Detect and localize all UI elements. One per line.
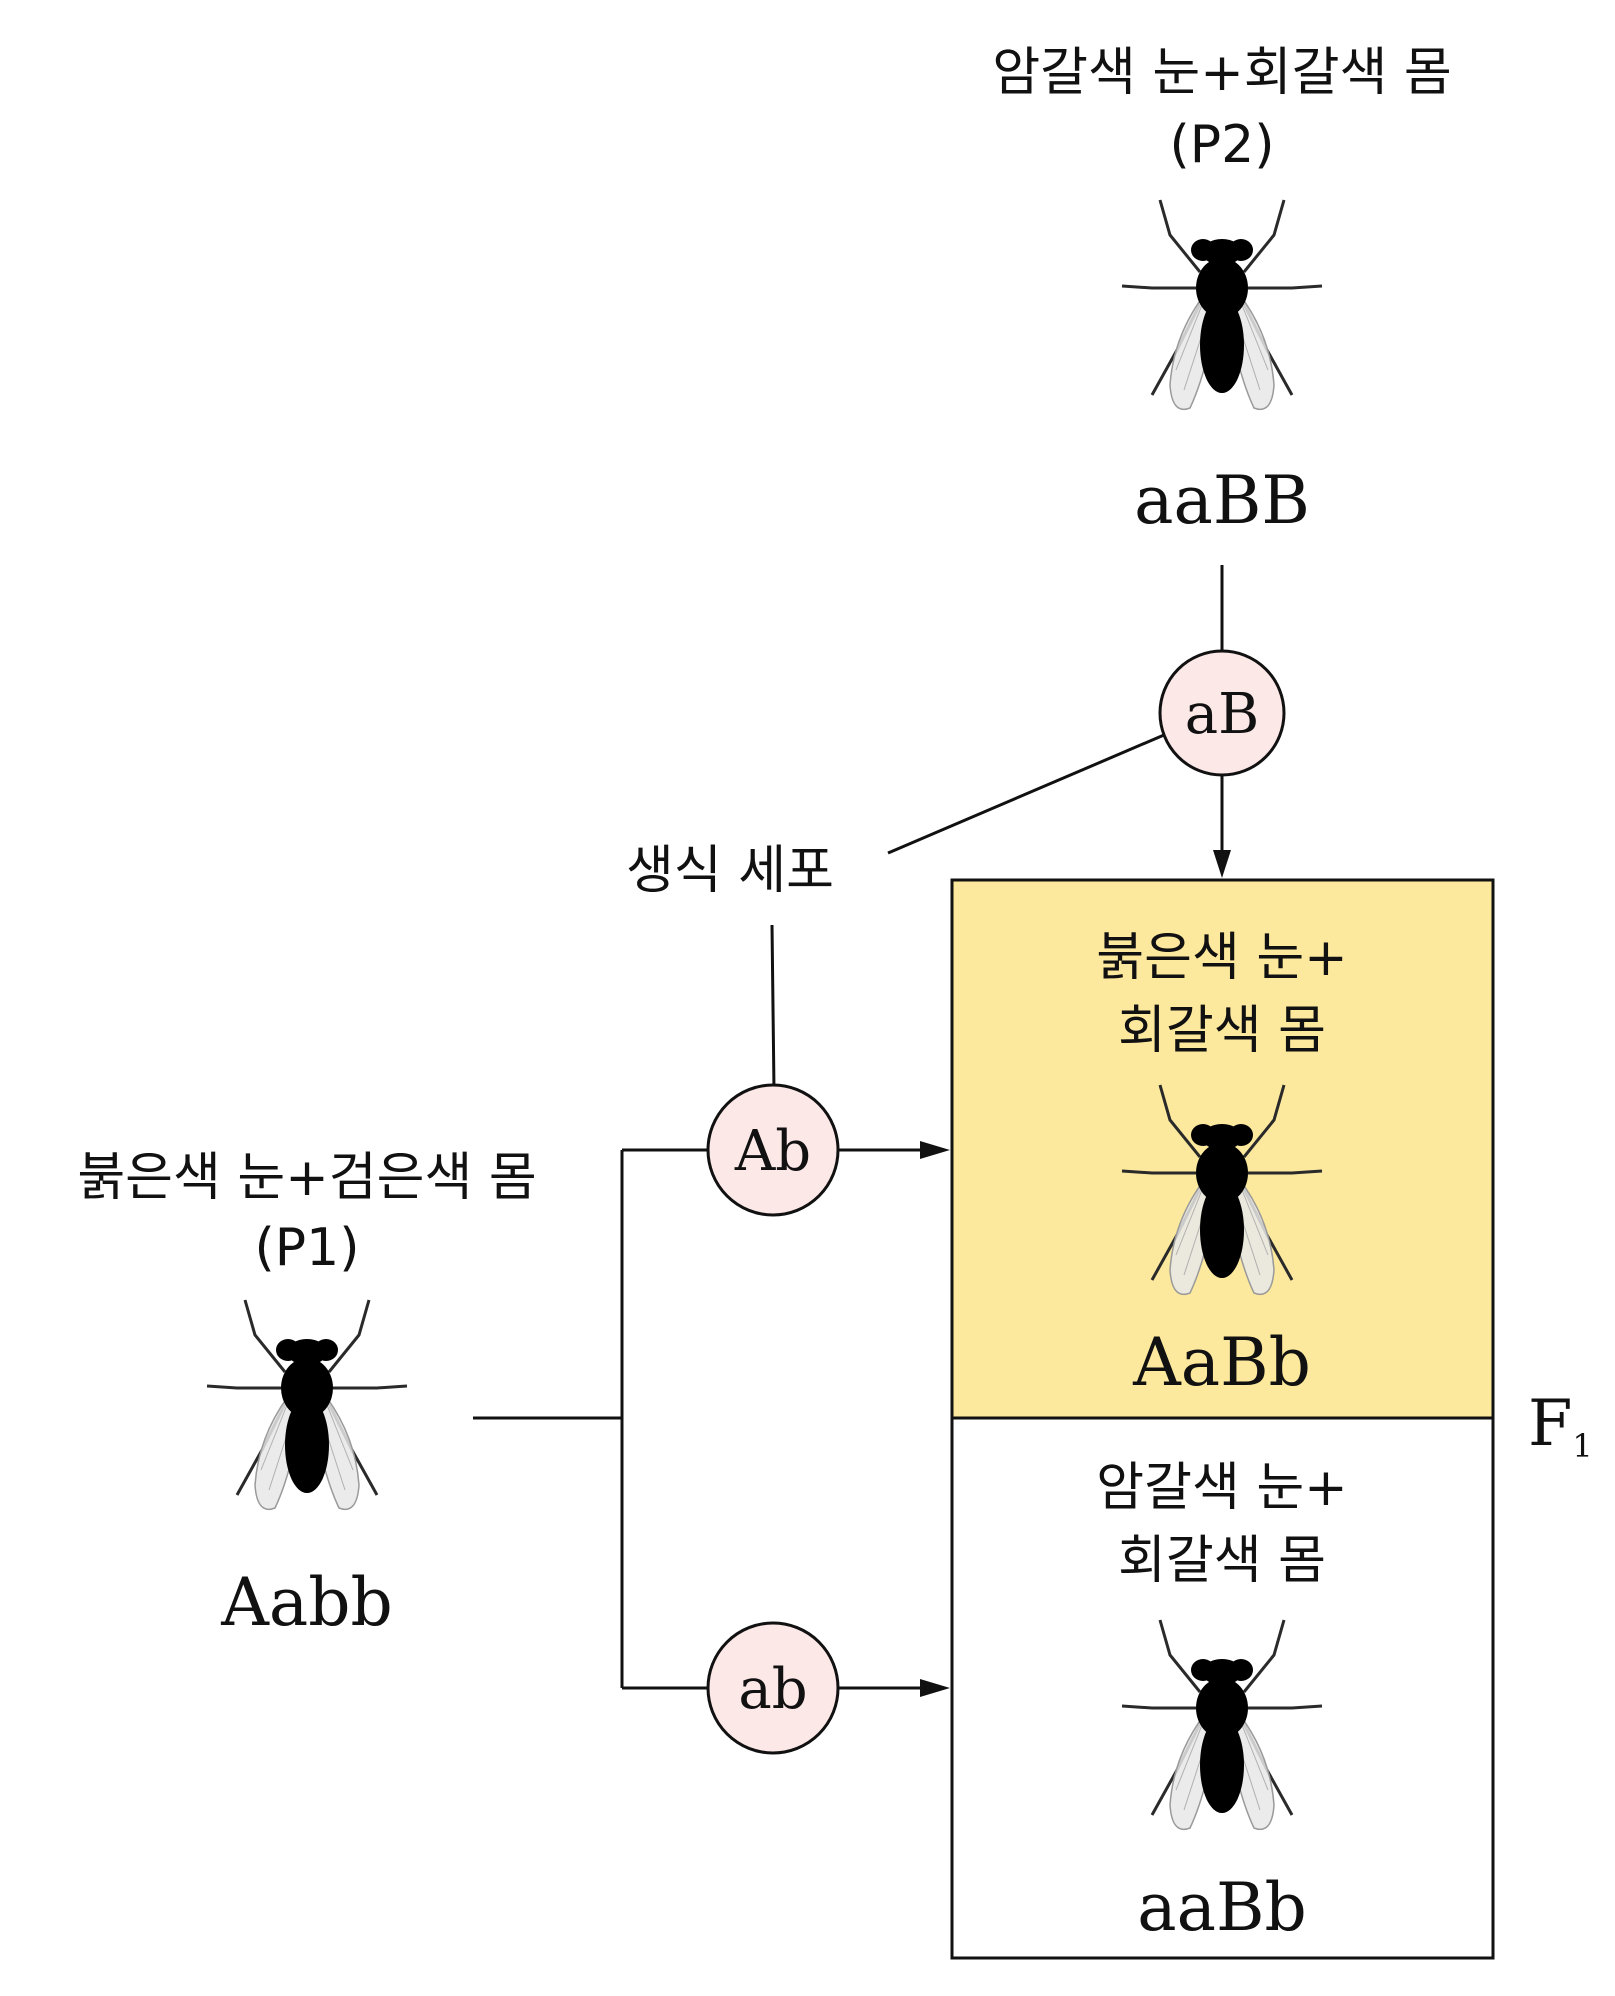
f1-top-phenotype-line2: 회갈색 몸 xyxy=(1118,1001,1326,1061)
p1-genotype: Aabb xyxy=(220,1564,393,1641)
f1-label: F1 xyxy=(1528,1387,1593,1465)
fly-icon xyxy=(1120,198,1324,411)
f1-top-phenotype-line1: 붉은색 눈+ xyxy=(1096,928,1347,988)
p1-generation-label: (P1) xyxy=(254,1218,359,1278)
f1-label-sub: 1 xyxy=(1572,1427,1592,1465)
gamete-caption: 생식 세포 xyxy=(626,841,834,901)
gamete-circle-aB xyxy=(1158,649,1286,777)
p1-phenotype-label: 붉은색 눈+검은색 몸 xyxy=(77,1148,536,1208)
gamete-circle-Ab xyxy=(706,1083,840,1217)
gamete-label-aB: aB xyxy=(1185,682,1260,747)
f1-bottom-genotype: aaBb xyxy=(1137,1869,1306,1946)
f1-bottom-phenotype-line1: 암갈색 눈+ xyxy=(1096,1458,1347,1518)
p2-genotype: aaBB xyxy=(1134,462,1310,539)
fly-icon xyxy=(205,1298,409,1511)
gamete-circle-ab xyxy=(706,1621,840,1755)
f1-label-main: F xyxy=(1528,1387,1572,1461)
p2-generation-label: (P2) xyxy=(1169,115,1274,175)
connector-lines xyxy=(473,565,1231,1697)
f1-top-genotype: AaBb xyxy=(1132,1324,1311,1401)
gamete-label-Ab: Ab xyxy=(734,1119,811,1184)
f1-bottom-phenotype-line2: 회갈색 몸 xyxy=(1118,1531,1326,1591)
p2-phenotype-label: 암갈색 눈+회갈색 몸 xyxy=(992,43,1451,103)
gamete-label-ab: ab xyxy=(738,1657,807,1722)
